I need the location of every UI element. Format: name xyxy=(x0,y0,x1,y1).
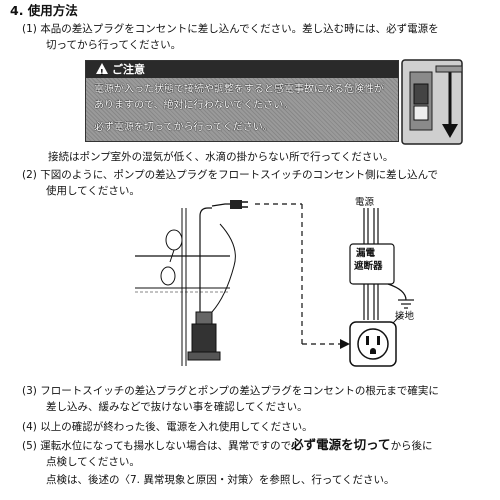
caution-header: ご注意 xyxy=(86,61,398,81)
page-title: 4. 使用方法 xyxy=(10,3,78,18)
step5-line1: (5) 運転水位になっても揚水しない場合は、異常ですので必ず電源を切ってから後に xyxy=(22,438,433,453)
connect-note: 接続はポンプ室外の湿気が低く、水滴の掛からない所で行ってください。 xyxy=(48,151,394,163)
ground-label: 接地 xyxy=(395,311,415,322)
warning-icon xyxy=(96,63,108,81)
step5-line3: 点検は、後述の〈7. 異常現象と原因・対策〉を参照し、行ってください。 xyxy=(46,474,395,486)
step5-line1-a: (5) 運転水位になっても揚水しない場合は、異常ですので xyxy=(22,440,292,452)
power-label: 電源 xyxy=(355,197,375,208)
step3-line2: 差し込み、緩みなどで抜けない事を確認してください。 xyxy=(46,401,308,413)
step5-line2: 点検してください。 xyxy=(46,456,140,468)
step3-line1: (3) フロートスイッチの差込プラグとポンプの差込プラグをコンセントの根元まで確… xyxy=(22,385,439,397)
caution-title: ご注意 xyxy=(112,63,145,76)
pump-installation-diagram xyxy=(135,200,414,367)
step5-line1-c: から後に xyxy=(390,440,433,452)
caution-box: ご注意 電源が入った状態で接続や調整をすると感電事故になる危険性が ありますので… xyxy=(85,60,399,142)
caution-line2: ありますので、絶対に行わないでください。 xyxy=(94,100,294,111)
step4-line1: (4) 以上の確認が終わった後、電源を入れ使用してください。 xyxy=(22,421,313,433)
breaker-label-line1: 漏電 xyxy=(356,248,376,259)
step2-line2: 使用してください。 xyxy=(46,185,140,197)
breaker-switch-illustration xyxy=(401,59,463,145)
step1-line1: (1) 本品の差込プラグをコンセントに差し込んでください。差し込む時には、必ず電… xyxy=(22,23,439,35)
breaker-label-line2: 遮断器 xyxy=(354,261,383,272)
caution-line3: 必ず電源を切ってから行ってください。 xyxy=(94,122,273,133)
step1-line2: 切ってから行ってください。 xyxy=(46,39,182,51)
step2-line1: (2) 下図のように、ポンプの差込プラグをフロートスイッチのコンセント側に差し込… xyxy=(22,169,439,181)
caution-line1: 電源が入った状態で接続や調整をすると感電事故になる危険性が xyxy=(94,84,384,95)
power-off-emphasis: 必ず電源を切って xyxy=(291,437,391,452)
